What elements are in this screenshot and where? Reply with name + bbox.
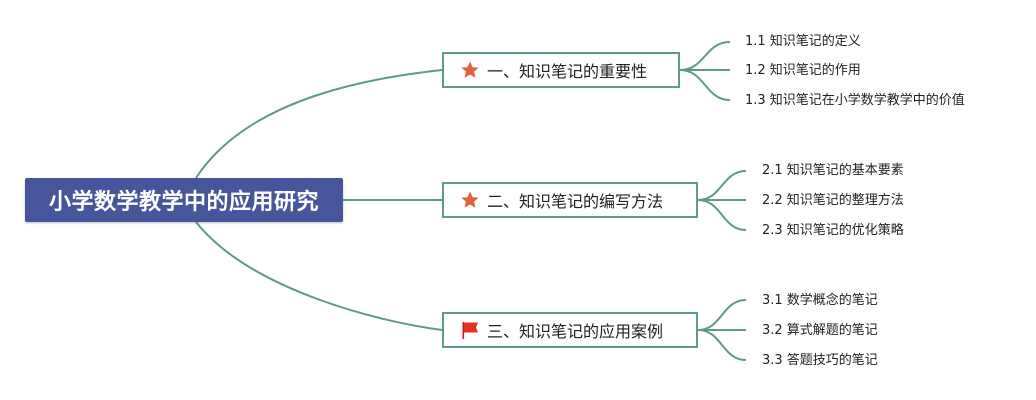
connector-root-topic-3 — [195, 221, 443, 331]
subtopic-1-1[interactable]: 1.1 知识笔记的定义 — [745, 34, 861, 49]
subtopic-3-1[interactable]: 3.1 数学概念的笔记 — [762, 293, 878, 308]
topic-1[interactable]: 一、知识笔记的重要性 — [442, 52, 680, 88]
connector-topic-1-sub-1 — [679, 41, 731, 71]
subtopic-3-2[interactable]: 3.2 算式解题的笔记 — [762, 323, 878, 338]
star-icon — [461, 61, 479, 78]
topic-3[interactable]: 三、知识笔记的应用案例 — [442, 312, 698, 348]
topic-2[interactable]: 二、知识笔记的编写方法 — [442, 182, 698, 218]
subtopic-3-3[interactable]: 3.3 答题技巧的笔记 — [762, 353, 878, 368]
connector-topic-2-sub-3 — [697, 199, 747, 231]
subtopic-2-2[interactable]: 2.2 知识笔记的整理方法 — [762, 193, 904, 208]
subtopic-1-2[interactable]: 1.2 知识笔记的作用 — [745, 63, 861, 78]
connector-topic-1-sub-3 — [679, 69, 731, 101]
star-icon — [461, 191, 479, 208]
connector-topic-3-sub-1 — [697, 299, 747, 331]
connector-root-topic-1 — [195, 69, 443, 179]
root-topic[interactable]: 小学数学教学中的应用研究 — [25, 178, 343, 222]
subtopic-1-3[interactable]: 1.3 知识笔记在小学数学教学中的价值 — [745, 93, 965, 108]
connector-topic-3-sub-3 — [697, 329, 747, 361]
root-topic-label: 小学数学教学中的应用研究 — [48, 190, 319, 215]
subtopic-2-1[interactable]: 2.1 知识笔记的基本要素 — [762, 163, 904, 178]
topic-3-label: 三、知识笔记的应用案例 — [487, 322, 664, 341]
topic-2-label: 二、知识笔记的编写方法 — [487, 192, 664, 211]
topic-1-label: 一、知识笔记的重要性 — [487, 62, 648, 81]
subtopic-2-3[interactable]: 2.3 知识笔记的优化策略 — [762, 223, 904, 238]
connector-topic-2-sub-1 — [697, 170, 747, 201]
flag-icon — [462, 322, 478, 339]
